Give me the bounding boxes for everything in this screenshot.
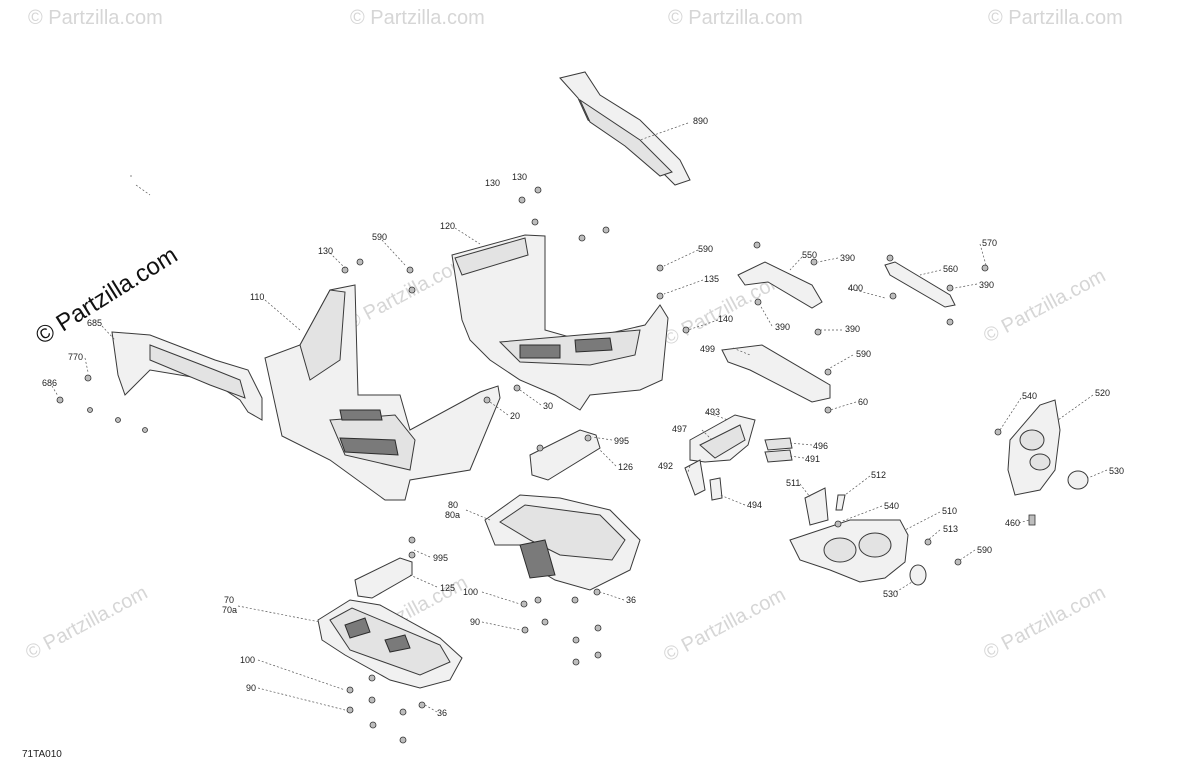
callout-496: 496 [813,441,828,451]
leader-lines [51,122,1108,713]
watermark: © Partzilla.com [668,7,803,29]
callout-36: 36 [626,595,636,605]
watermark: © Partzilla.com [980,582,1109,665]
callout-492: 492 [658,461,673,471]
callout-390: 390 [979,280,994,290]
callout-685: 685 [87,318,102,328]
callout-390: 390 [845,324,860,334]
part-80-tray [484,494,641,591]
callout-labels: 890 130 130 120 130 590 110 685 770 686 … [42,116,1124,718]
watermark: © Partzilla.com [28,7,163,29]
part-493-497-brackets [684,414,793,501]
watermark: © Partzilla.com [980,265,1109,348]
callout-494: 494 [747,500,762,510]
part-685-side-rail [111,331,263,421]
callout-36: 36 [437,708,447,718]
part-530-caps [909,470,1089,586]
watermark: © Partzilla.com [350,7,485,29]
watermark: © Partzilla.com [22,582,151,665]
part-70-floor-tray [317,599,463,689]
hardware-layer [56,186,1002,744]
callout-530: 530 [1109,466,1124,476]
part-520-housing [1007,399,1061,496]
part-560-bracket [884,261,956,308]
part-511-512-brackets [804,487,846,526]
callout-130: 130 [512,172,527,182]
callout-540: 540 [1022,391,1037,401]
callout-140: 140 [718,314,733,324]
part-126-rail [529,429,601,481]
callout-510: 510 [942,506,957,516]
callout-90: 90 [246,683,256,693]
callout-125: 125 [440,583,455,593]
callout-491: 491 [805,454,820,464]
callout-60: 60 [858,397,868,407]
callout-90: 90 [470,617,480,627]
callout-520: 520 [1095,388,1110,398]
callout-686: 686 [42,378,57,388]
callout-80a: 80a [445,510,460,520]
callout-460: 460 [1005,518,1020,528]
callout-120: 120 [440,221,455,231]
diagram-code: 71TA010 [22,749,62,760]
callout-560: 560 [943,264,958,274]
callout-540: 540 [884,501,899,511]
callout-135: 135 [704,274,719,284]
callout-590: 590 [698,244,713,254]
part-550-bracket [737,261,823,309]
callout-512: 512 [871,470,886,480]
callout-890: 890 [693,116,708,126]
callout-530: 530 [883,589,898,599]
part-110-left-fender [264,284,501,501]
callout-550: 550 [802,250,817,260]
part-460-fastener [1028,514,1036,526]
callout-30: 30 [543,401,553,411]
callout-570: 570 [982,238,997,248]
callout-100: 100 [240,655,255,665]
part-125-rail [354,557,413,599]
callout-130: 130 [318,246,333,256]
part-120-center-fender [451,234,669,411]
callout-126: 126 [618,462,633,472]
callout-590: 590 [977,545,992,555]
watermark: © Partzilla.com [988,7,1123,29]
callout-770: 770 [68,352,83,362]
callout-995: 995 [614,436,629,446]
callout-590: 590 [372,232,387,242]
callout-995: 995 [433,553,448,563]
callout-100: 100 [463,587,478,597]
callout-70: 70 [224,595,234,605]
callout-80: 80 [448,500,458,510]
callout-493: 493 [705,407,720,417]
callout-513: 513 [943,524,958,534]
callout-110: 110 [250,292,264,302]
part-499-plate [721,344,831,403]
watermark: © Partzilla.com [660,584,789,667]
part-890-panel [559,71,691,186]
watermark-main: © Partzilla.com [31,241,182,350]
callout-20: 20 [510,411,520,421]
callout-130: 130 [485,178,500,188]
callout-590: 590 [856,349,871,359]
callout-70a: 70a [222,605,237,615]
callout-390: 390 [775,322,790,332]
callout-511: 511 [786,478,800,488]
callout-400: 400 [848,283,863,293]
part-510-headlight [789,519,909,583]
callout-499: 499 [700,344,715,354]
callout-390: 390 [840,253,855,263]
callout-497: 497 [672,424,687,434]
